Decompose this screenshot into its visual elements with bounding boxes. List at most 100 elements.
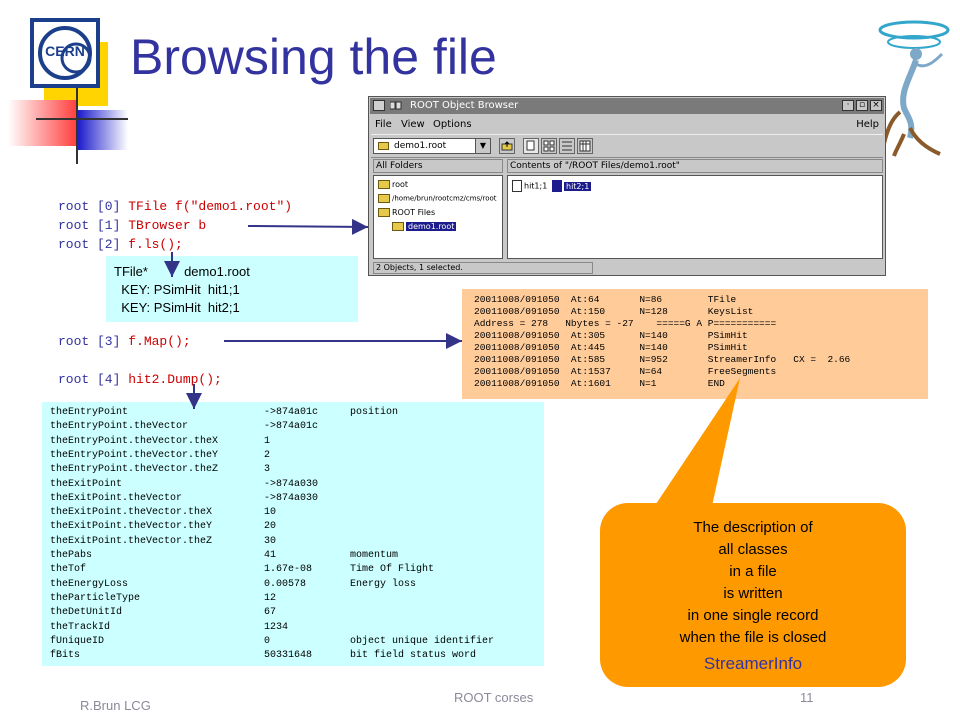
list-view-button[interactable] — [559, 138, 575, 154]
contents-list[interactable]: hit1;1 hit2;1 — [507, 175, 883, 259]
decor-horizontal-line — [36, 118, 128, 120]
dump-member-value: 1234 — [264, 621, 289, 633]
dump-member-comment: bit field status word — [350, 650, 477, 662]
command-prompt: root [1] — [58, 218, 129, 233]
tree-item-label: demo1.root — [406, 222, 457, 231]
map-output-box: 20011008/091050 At:64 N=86 TFile 2001100… — [462, 289, 928, 399]
status-bar: 2 Objects, 1 selected. — [373, 262, 593, 274]
folder-icon — [392, 222, 404, 231]
map-line: 20011008/091050 At:1537 N=64 FreeSegment… — [474, 366, 777, 377]
maximize-button[interactable]: ▫ — [856, 100, 868, 111]
dump-member-value: 0.00578 — [264, 578, 307, 590]
map-line: 20011008/091050 At:1601 N=1 END — [474, 378, 725, 389]
callout-line: The description of — [693, 519, 813, 536]
command-line-3: root [3] f.Map(); — [58, 334, 191, 349]
list-item-hit1[interactable]: hit1;1 — [512, 180, 547, 192]
tree-item-demo1-root[interactable]: demo1.root — [392, 222, 457, 231]
dump-member-name: theExitPoint — [50, 478, 123, 490]
dump-member-value: 1 — [264, 435, 271, 447]
dump-member-name: theExitPoint.theVector.theX — [50, 507, 213, 519]
dump-member-value: 41 — [264, 550, 277, 561]
dump-member-value: ->874a030 — [264, 478, 319, 490]
map-line: Address = 278 Nbytes = -27 =====G A P===… — [474, 318, 777, 329]
callout-line: in a file — [729, 563, 777, 580]
window-title: ROOT Object Browser — [410, 100, 519, 111]
window-titlebar[interactable]: ROOT Object Browser · ▫ × — [370, 98, 884, 114]
command-prompt: root [2] — [58, 237, 129, 252]
command-code: TFile f("demo1.root") — [128, 199, 293, 214]
dump-member-value: 12 — [264, 592, 277, 604]
map-line: 20011008/091050 At:585 N=952 StreamerInf… — [474, 354, 851, 365]
details-view-button[interactable] — [577, 138, 593, 154]
page-title: Browsing the file — [130, 29, 497, 85]
large-icons-button[interactable] — [523, 138, 539, 154]
folder-icon — [378, 142, 389, 150]
dump-member-value: ->874a030 — [264, 492, 319, 504]
tree-item-home-path[interactable]: /home/brun/rootcmz/cms/root — [378, 194, 497, 203]
dump-member-name: theExitPoint.theVector — [50, 492, 183, 504]
object-icon — [552, 180, 562, 192]
dump-member-name: theDetUnitId — [50, 607, 123, 619]
dump-member-value: 3 — [264, 464, 271, 476]
menu-help[interactable]: Help — [856, 119, 879, 130]
large-icons-icon — [526, 140, 535, 151]
dump-member-value: 50331648 — [264, 650, 313, 662]
callout-highlight: StreamerInfo — [703, 654, 803, 673]
tree-item-label: root — [392, 180, 409, 189]
map-line: 20011008/091050 At:64 N=86 TFile — [474, 294, 737, 305]
cern-logo-text: CERN — [45, 43, 85, 59]
details-view-icon — [579, 140, 591, 152]
decor-blue-block — [78, 110, 128, 150]
dump-member-name: theTof — [50, 564, 87, 576]
callout-box: The description of all classes in a file… — [600, 503, 906, 687]
dump-member-comment: momentum — [350, 550, 399, 561]
file-combo-value: demo1.root — [394, 141, 447, 151]
up-folder-button[interactable] — [499, 138, 515, 154]
window-menu-icon[interactable] — [373, 100, 385, 111]
close-button[interactable]: × — [870, 100, 882, 111]
callout-line: all classes — [718, 541, 788, 558]
dump-member-name: theExitPoint.theVector.theZ — [50, 535, 213, 547]
tree-item-root[interactable]: root — [378, 180, 408, 189]
menu-options[interactable]: Options — [433, 119, 472, 130]
dump-member-value: 0 — [264, 635, 271, 647]
dump-member-name: theTrackId — [50, 621, 111, 633]
command-prompt: root [4] — [58, 372, 129, 387]
callout-pointer — [656, 378, 740, 506]
dump-member-value: ->874a01c — [264, 421, 319, 433]
folder-tree[interactable]: root /home/brun/rootcmz/cms/root ROOT Fi… — [373, 175, 503, 259]
tree-item-label: /home/brun/rootcmz/cms/root — [392, 194, 497, 203]
dump-member-comment: position — [350, 407, 399, 418]
minimize-button[interactable]: · — [842, 100, 854, 111]
small-icons-icon — [543, 140, 555, 152]
root-object-browser-window[interactable]: ROOT Object Browser · ▫ × File View Opti… — [368, 96, 886, 276]
map-line: 20011008/091050 At:305 N=140 PSimHit — [474, 330, 748, 341]
command-line-1: root [1] TBrowser b — [58, 218, 206, 233]
contents-header: Contents of "/ROOT Files/demo1.root" — [507, 159, 883, 173]
up-folder-icon — [501, 141, 513, 151]
arrow-tbrowser — [247, 218, 369, 235]
chevron-down-icon[interactable]: ▼ — [475, 139, 490, 153]
small-icons-button[interactable] — [541, 138, 557, 154]
command-code: TBrowser b — [128, 218, 207, 233]
dump-member-name: theEntryPoint — [50, 407, 129, 418]
decor-red-block — [8, 100, 78, 146]
menu-view[interactable]: View — [401, 119, 425, 130]
cern-logo: CERN — [30, 18, 100, 88]
list-item-hit2[interactable]: hit2;1 — [552, 180, 592, 192]
callout-line: in one single record — [687, 607, 819, 624]
tree-item-root-files[interactable]: ROOT Files — [378, 208, 435, 217]
command-prompt: root [0] — [58, 199, 129, 214]
dump-member-value: 67 — [264, 607, 277, 619]
menu-file[interactable]: File — [375, 119, 392, 130]
list-item-label: hit1;1 — [524, 181, 548, 191]
dump-member-comment: Time Of Flight — [350, 564, 435, 576]
toolbar: demo1.root ▼ — [371, 134, 883, 158]
dump-member-name: theExitPoint.theVector.theY — [50, 521, 213, 533]
window-app-icon — [389, 100, 402, 111]
decor-figure-image — [870, 8, 956, 158]
ls-line: KEY: PSimHit hit2;1 — [114, 300, 240, 315]
callout-line: is written — [723, 585, 783, 602]
file-combo-box[interactable]: demo1.root ▼ — [373, 138, 491, 154]
